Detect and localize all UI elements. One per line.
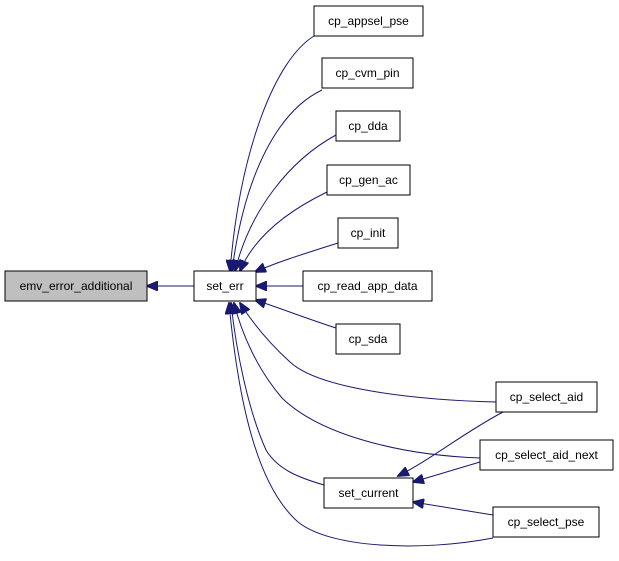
edge-cp_select_aid-to-set_err — [240, 303, 497, 403]
edge-cp_gen_ac-to-set_err — [240, 191, 328, 271]
edge-cp_init-to-set_err — [255, 242, 339, 272]
node-cp_init[interactable]: cp_init — [337, 217, 399, 249]
node-label: cp_gen_ac — [339, 173, 398, 187]
edge-cp_sda-to-set_err — [255, 300, 337, 329]
node-label: cp_sda — [349, 332, 388, 346]
edge-cp_appsel_pse-to-set_err — [230, 35, 315, 271]
node-label: cp_select_aid — [510, 390, 583, 404]
node-label: cp_select_pse — [508, 515, 585, 529]
node-cp_dda[interactable]: cp_dda — [335, 110, 401, 142]
edge-cp_select_pse-to-set_err — [229, 303, 494, 547]
edge-cp_select_aid-to-set_current — [398, 411, 504, 476]
node-label: cp_read_app_data — [317, 279, 417, 293]
node-cp_cvm_pin[interactable]: cp_cvm_pin — [321, 57, 414, 89]
node-set_current[interactable]: set_current — [323, 477, 414, 509]
edge-cp_cvm_pin-to-set_err — [232, 89, 323, 271]
edge-cp_select_aid_next-to-set_current — [413, 461, 481, 482]
node-label: set_err — [206, 279, 243, 293]
node-set_err[interactable]: set_err — [193, 270, 257, 302]
edge-cp_dda-to-set_err — [235, 134, 337, 271]
edge-cp_select_pse-to-set_current — [413, 502, 494, 516]
node-emv_error_additional[interactable]: emv_error_additional — [4, 270, 148, 302]
node-cp_read_app_data[interactable]: cp_read_app_data — [302, 270, 433, 302]
node-label: cp_cvm_pin — [335, 66, 399, 80]
node-cp_gen_ac[interactable]: cp_gen_ac — [326, 164, 411, 196]
node-cp_select_aid_next[interactable]: cp_select_aid_next — [479, 439, 614, 471]
node-label: cp_dda — [348, 119, 388, 133]
node-cp_appsel_pse[interactable]: cp_appsel_pse — [313, 5, 424, 37]
node-cp_select_aid[interactable]: cp_select_aid — [495, 381, 598, 413]
node-label: cp_init — [351, 226, 386, 240]
edge-cp_select_aid_next-to-set_err — [234, 303, 481, 459]
node-label: cp_appsel_pse — [328, 14, 409, 28]
node-label: cp_select_aid_next — [495, 448, 598, 462]
node-cp_sda[interactable]: cp_sda — [335, 323, 401, 355]
node-cp_select_pse[interactable]: cp_select_pse — [492, 506, 600, 538]
node-label: set_current — [338, 486, 399, 500]
edge-set_current-to-set_err — [231, 303, 325, 486]
node-label: emv_error_additional — [20, 279, 133, 293]
